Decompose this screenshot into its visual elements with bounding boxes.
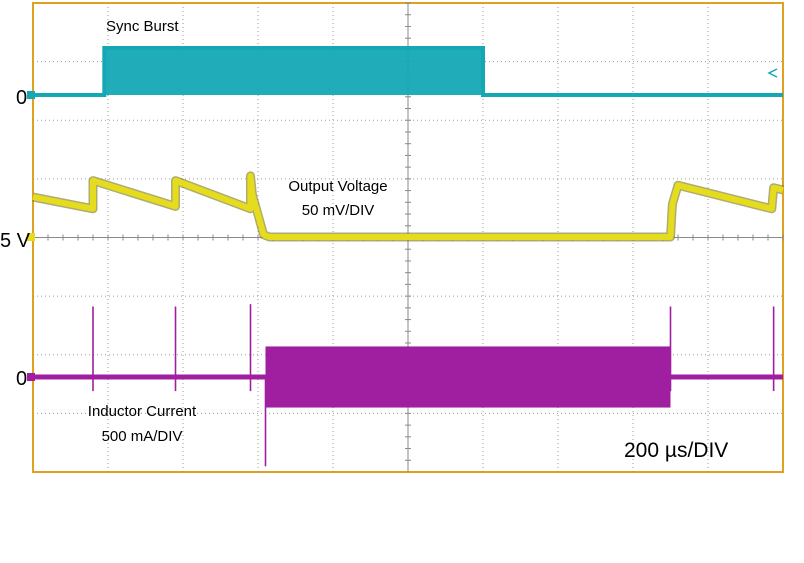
inductor-current-envelope (265, 346, 671, 408)
timebase-label: 200 µs/DIV (624, 439, 728, 462)
output-voltage-label: Output Voltage (288, 178, 387, 195)
sync-channel-marker (767, 68, 778, 78)
sync-burst-block (104, 48, 483, 95)
traces (27, 46, 785, 467)
output-voltage-ground-marker (27, 233, 35, 241)
sync-burst-trace (33, 46, 783, 97)
output-voltage-scale-label: 50 mV/DIV (302, 202, 375, 219)
inductor-ground-label: 0 (16, 368, 27, 390)
sync-ground-label: 0 (16, 87, 27, 109)
output-voltage-trace (32, 172, 784, 240)
sync-burst-label: Sync Burst (106, 18, 179, 35)
labels: Sync Burst 0 Output Voltage 50 mV/DIV 5 … (0, 18, 728, 462)
inductor-ground-marker (27, 373, 35, 381)
inductor-current-label: Inductor Current (88, 403, 197, 420)
sync-ground-marker (27, 91, 35, 99)
inductor-current-scale-label: 500 mA/DIV (102, 428, 183, 445)
output-voltage-ground-label: 5 V (0, 230, 31, 252)
